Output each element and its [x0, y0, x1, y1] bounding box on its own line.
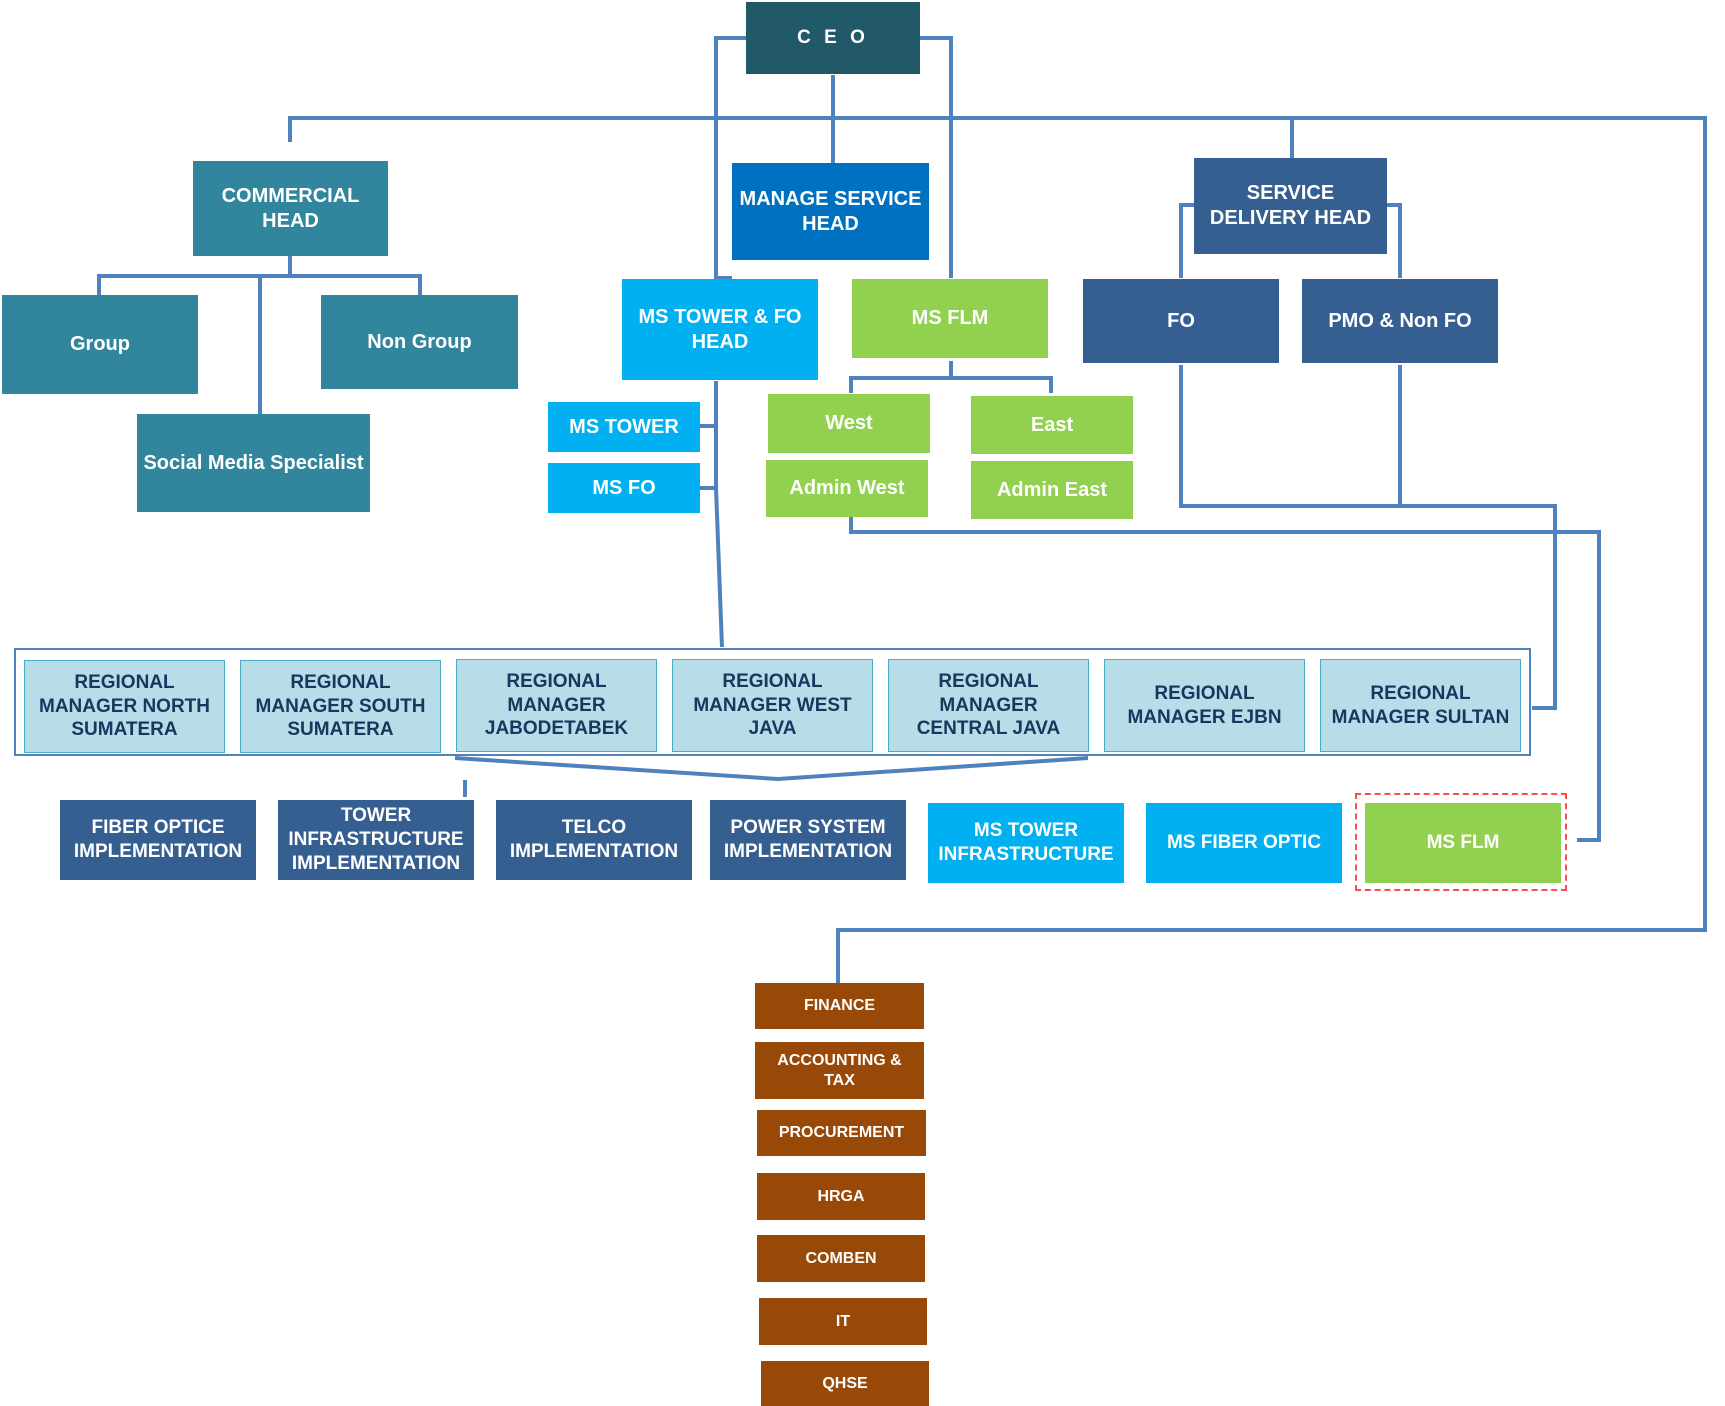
- pmo-non-fo-box[interactable]: PMO & Non FO: [1302, 279, 1498, 363]
- ms-tower-box[interactable]: MS TOWER: [548, 402, 700, 452]
- west-box[interactable]: West: [768, 394, 930, 453]
- commercial-head-box[interactable]: COMMERCIAL HEAD: [193, 161, 388, 256]
- ms-tower-infrastructure-box[interactable]: MS TOWER INFRASTRUCTURE: [928, 803, 1124, 883]
- admin-west-box[interactable]: Admin West: [766, 460, 928, 517]
- comben-box[interactable]: COMBEN: [757, 1235, 925, 1282]
- non-group-box[interactable]: Non Group: [321, 295, 518, 389]
- regional-fan-left: [454, 756, 1089, 782]
- accounting-tax-box[interactable]: ACCOUNTING & TAX: [755, 1042, 924, 1099]
- ceo-left-bracket: [714, 36, 746, 280]
- ceo-main-bus: [288, 116, 1707, 983]
- commercial-branch: [97, 256, 292, 295]
- manage-service-head-box[interactable]: MANAGE SERVICE HEAD: [732, 163, 929, 260]
- fo-box[interactable]: FO: [1083, 279, 1279, 363]
- it-box[interactable]: IT: [759, 1298, 927, 1345]
- regional-manager-west-java-box[interactable]: REGIONAL MANAGER WEST JAVA: [672, 659, 873, 752]
- regional-manager-central-java-box[interactable]: REGIONAL MANAGER CENTRAL JAVA: [888, 659, 1089, 752]
- regional-manager-sultan-box[interactable]: REGIONAL MANAGER SULTAN: [1320, 659, 1521, 752]
- ms-fo-box[interactable]: MS FO: [548, 463, 700, 513]
- ms-flm-head-box[interactable]: MS FLM: [852, 279, 1048, 358]
- service-delivery-head-box[interactable]: SERVICE DELIVERY HEAD: [1194, 158, 1387, 254]
- flm-branch: [849, 361, 953, 393]
- admin-east-box[interactable]: Admin East: [971, 461, 1133, 519]
- tower-fo-links-2: [700, 426, 718, 490]
- ms-fiber-optic-box[interactable]: MS FIBER OPTIC: [1146, 803, 1342, 883]
- qhse-box[interactable]: QHSE: [761, 1361, 929, 1406]
- social-media-specialist-box[interactable]: Social Media Specialist: [137, 414, 370, 512]
- ceo-box[interactable]: C E O: [746, 2, 920, 74]
- tower-fo-to-regional: [714, 487, 724, 648]
- finance-box[interactable]: FINANCE: [755, 983, 924, 1029]
- hrga-box[interactable]: HRGA: [757, 1173, 925, 1220]
- fiber-optice-implementation-box[interactable]: FIBER OPTICE IMPLEMENTATION: [60, 800, 256, 880]
- tower-infrastructure-implementation-box[interactable]: TOWER INFRASTRUCTURE IMPLEMENTATION: [278, 800, 474, 880]
- sd-left-bracket: [1179, 203, 1194, 278]
- regional-manager-jabodetabek-box[interactable]: REGIONAL MANAGER JABODETABEK: [456, 659, 657, 752]
- admin-link: [849, 517, 1601, 842]
- telco-implementation-box[interactable]: TELCO IMPLEMENTATION: [496, 800, 692, 880]
- regional-manager-south-sumatera-box[interactable]: REGIONAL MANAGER SOUTH SUMATERA: [240, 660, 441, 753]
- ms-tower-fo-head-box[interactable]: MS TOWER & FO HEAD: [622, 279, 818, 380]
- procurement-box[interactable]: PROCUREMENT: [757, 1110, 926, 1156]
- regional-manager-north-sumatera-box[interactable]: REGIONAL MANAGER NORTH SUMATERA: [24, 660, 225, 753]
- fo-pmo-to-regional: [1179, 365, 1557, 710]
- power-system-implementation-box[interactable]: POWER SYSTEM IMPLEMENTATION: [710, 800, 906, 880]
- ceo-right-bracket: [920, 36, 953, 278]
- regional-manager-ejbn-box[interactable]: REGIONAL MANAGER EJBN: [1104, 659, 1305, 752]
- ms-flm-highlight-border: [1355, 793, 1567, 891]
- commercial-branch-right: [290, 274, 422, 295]
- east-box[interactable]: East: [971, 396, 1133, 454]
- sd-right-bracket: [1387, 203, 1402, 278]
- group-box[interactable]: Group: [2, 295, 198, 394]
- tower-fo-links: [700, 381, 718, 428]
- flm-branch-right: [951, 376, 1053, 393]
- ms-flm-unit-box[interactable]: MS FLM: [1365, 803, 1561, 883]
